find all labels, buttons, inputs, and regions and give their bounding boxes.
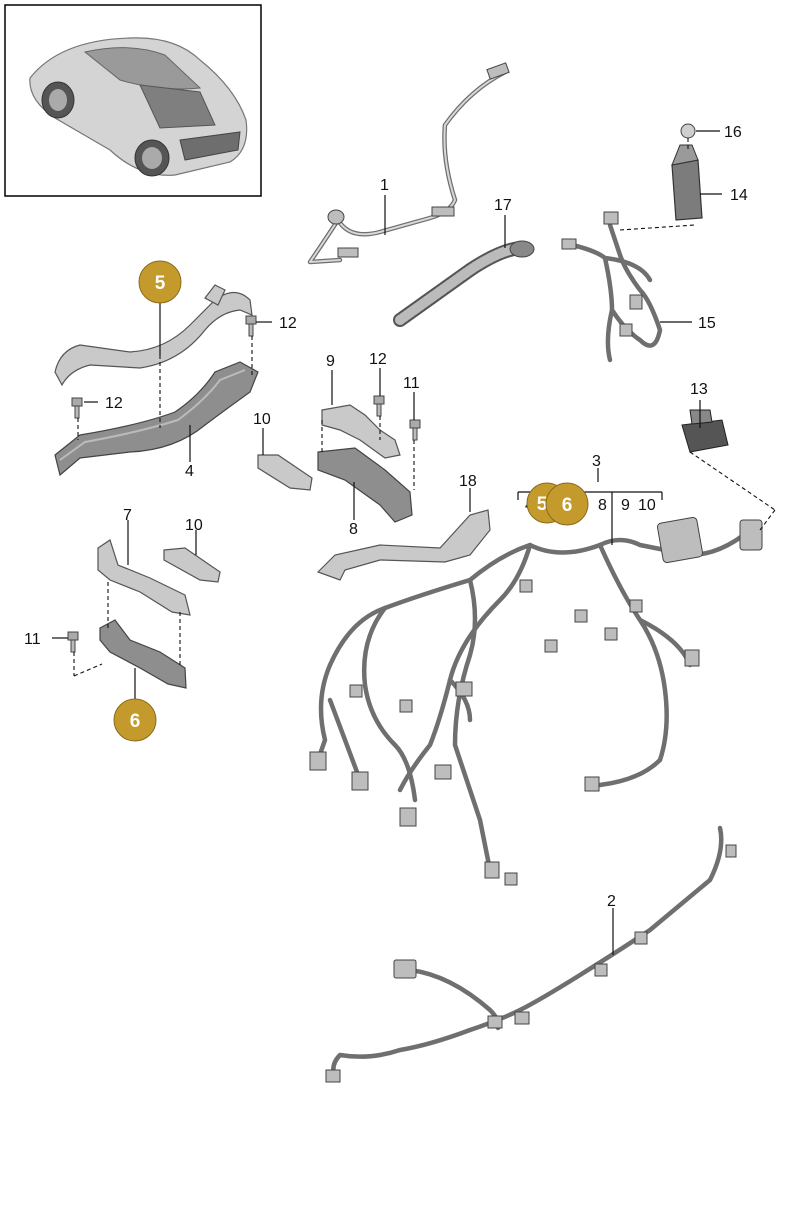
label-part-18: 18: [459, 473, 477, 490]
part-14-relay-holder: [671, 144, 703, 221]
part-6-bracket: [99, 619, 187, 689]
alignment-lines: [73, 138, 776, 677]
label-part-9: 9: [326, 353, 335, 370]
part-11-bolt-a: [409, 419, 421, 441]
part-12-bolt-a: [245, 315, 257, 337]
label-part-15: 15: [698, 315, 716, 332]
label-group-9: 9: [621, 497, 630, 514]
label-part-2: 2: [607, 893, 616, 910]
label-part-7: 7: [123, 507, 132, 524]
part-16-nut: [680, 123, 696, 139]
part-4-bracket: [54, 361, 259, 477]
part-5-bracket: [54, 284, 253, 387]
part-number-labels: 1 17 16 14 15 13 12 12 12 4 9 11 10 8 18…: [24, 124, 748, 910]
part-13-module: [681, 409, 729, 453]
badge-circle: [113, 698, 157, 742]
badge-label: 5: [537, 494, 548, 515]
label-part-12-a: 12: [279, 315, 297, 332]
part-17-corrugated-tube: [393, 240, 535, 327]
badge-6-bottom: 6: [113, 698, 157, 742]
badge-5-top: 5: [138, 260, 182, 304]
label-group-8: 8: [598, 497, 607, 514]
part-9-cover: [321, 404, 401, 459]
label-part-10-b: 10: [185, 517, 203, 534]
badge-6-group: 6: [545, 482, 589, 526]
part-10-clip-a: [257, 454, 313, 491]
label-group-10: 10: [638, 497, 656, 514]
badge-label: 6: [130, 711, 141, 732]
part-1-harness: [307, 62, 510, 265]
badge-label: 6: [562, 495, 573, 516]
label-part-3: 3: [592, 453, 601, 470]
part-12-bolt-b: [71, 397, 83, 419]
label-part-17: 17: [494, 197, 512, 214]
part-12-bolt-c: [373, 395, 385, 417]
part-18-bracket: [316, 509, 491, 581]
badge-circle: [545, 482, 589, 526]
part-3-main-harness: [309, 516, 763, 886]
label-part-14: 14: [730, 187, 748, 204]
label-part-4: 4: [185, 463, 194, 480]
part-15-harness: [561, 211, 663, 363]
label-part-16: 16: [724, 124, 742, 141]
badge-circle: [138, 260, 182, 304]
label-part-1: 1: [380, 177, 389, 194]
label-part-12-b: 12: [105, 395, 123, 412]
leader-lines: [52, 130, 722, 955]
label-part-12-c: 12: [369, 351, 387, 368]
label-part-13: 13: [690, 381, 708, 398]
label-part-11-a: 11: [403, 375, 420, 392]
part-11-bolt-b: [67, 631, 79, 653]
label-part-8: 8: [349, 521, 358, 538]
part-8-bracket: [317, 447, 413, 523]
label-part-11-b: 11: [24, 631, 41, 648]
part-7-bracket: [97, 539, 191, 616]
part-10-clip-b: [163, 547, 221, 583]
label-part-10-a: 10: [253, 411, 271, 428]
part-2-harness: [325, 825, 737, 1083]
badge-label: 5: [155, 273, 166, 294]
vehicle-thumbnail: [4, 4, 262, 197]
